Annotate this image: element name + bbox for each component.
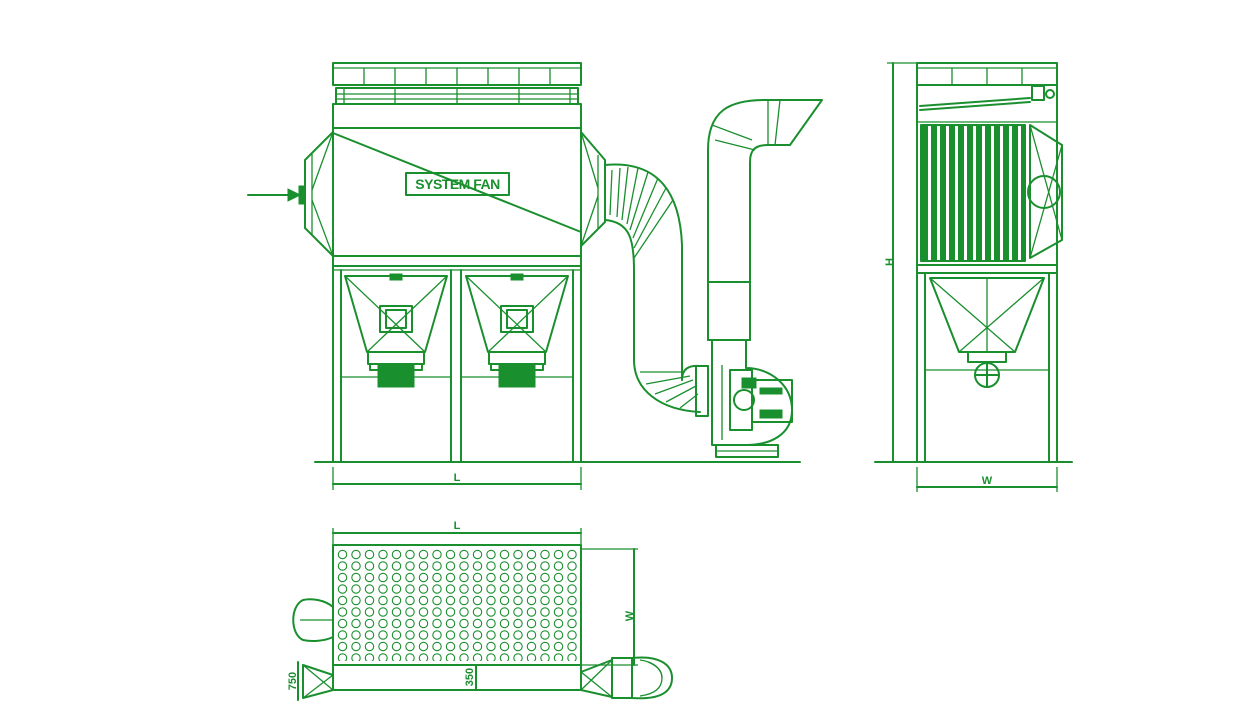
brand-label: SYSTEM FAN xyxy=(415,176,500,192)
top-plenum xyxy=(332,62,582,129)
plan-length-label: L xyxy=(454,520,461,532)
front-elevation: SYSTEM FAN xyxy=(247,62,823,490)
side-height-dimension: H xyxy=(884,62,917,463)
outlet-size-label: 350 xyxy=(464,668,476,686)
front-length-label: L xyxy=(454,472,461,484)
main-housing: SYSTEM FAN xyxy=(298,127,606,257)
hopper-left xyxy=(344,273,448,388)
plan-width-label: W xyxy=(624,610,636,621)
side-height-label: H xyxy=(884,258,896,266)
support-legs xyxy=(332,265,582,463)
fan-unit xyxy=(711,339,793,458)
plan-width-dimension: W xyxy=(581,548,638,666)
inlet-size-label: 750 xyxy=(287,672,299,690)
front-length-dimension: L xyxy=(332,472,582,485)
side-width-label: W xyxy=(982,475,993,487)
ducting xyxy=(604,99,823,417)
hopper-right xyxy=(465,273,569,388)
inlet-arrow-icon xyxy=(247,188,302,202)
side-elevation: H W xyxy=(874,62,1073,492)
plan-view: L W 750 350 xyxy=(287,520,673,701)
side-width-dimension: W xyxy=(916,467,1058,492)
plan-length-dimension: L xyxy=(332,520,582,545)
